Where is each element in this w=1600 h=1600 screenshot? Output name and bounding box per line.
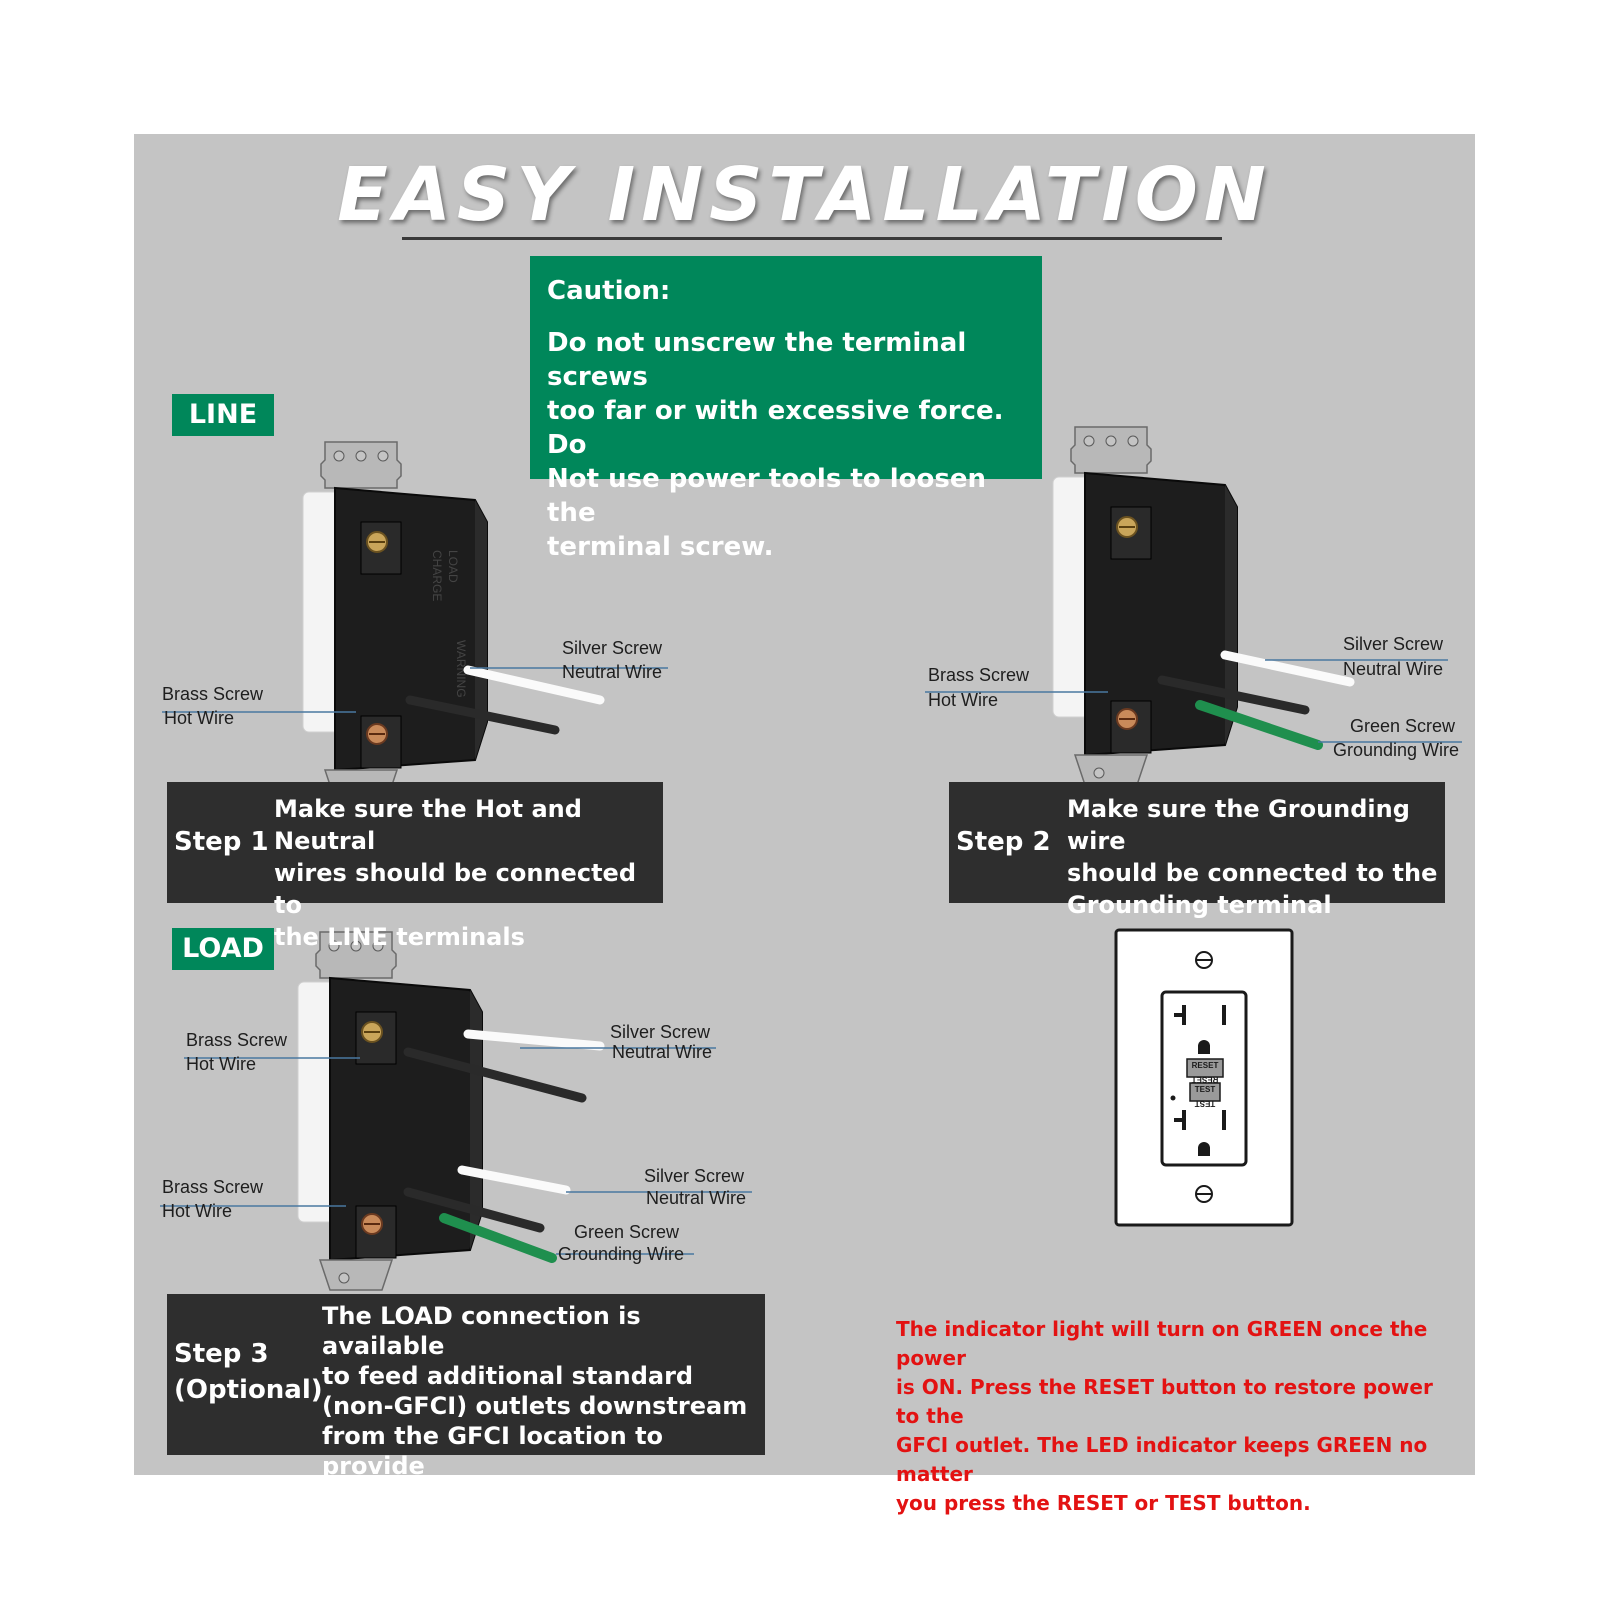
load-tag: LOAD — [172, 928, 274, 970]
silver-screw-label: Silver Screw — [610, 1022, 711, 1042]
test-label: TEST — [1195, 1085, 1216, 1094]
test-button[interactable]: TEST TEST — [1189, 1082, 1221, 1108]
step-2-label: Step 2 — [956, 827, 1051, 857]
brass-screw-label: Brass Screw — [186, 1030, 288, 1050]
step-3-label-line: (Optional) — [174, 1375, 323, 1405]
caution-box: Caution: Do not unscrew the terminal scr… — [530, 256, 1042, 562]
line-tag: LINE — [172, 394, 274, 436]
note-line: GFCI outlet. The LED indicator keeps GRE… — [896, 1433, 1428, 1486]
note-line: The indicator light will turn on GREEN o… — [896, 1317, 1428, 1370]
hot-wire — [403, 1187, 545, 1233]
page-title: EASY INSTALLATION — [337, 152, 1272, 238]
gfci-device-load — [297, 931, 483, 1291]
step-1-box: Step 1 Make sure the Hot and Neutral wir… — [167, 782, 663, 951]
caution-line: Not use power tools to loosen the — [547, 464, 986, 528]
hot-wire — [405, 695, 560, 735]
step-line: from the GFCI location to provide — [322, 1422, 664, 1480]
step-2-text: Make sure the Grounding wire should be c… — [1067, 793, 1445, 921]
hot-wire-label: Hot Wire — [186, 1054, 256, 1074]
note-line: you press the RESET or TEST button. — [896, 1491, 1311, 1515]
neutral-wire — [463, 665, 605, 705]
ground-wire — [439, 1213, 557, 1263]
hot-wire-label: Hot Wire — [164, 708, 234, 728]
title-underline — [402, 237, 1222, 240]
device-mark: WARNING — [454, 640, 468, 698]
device-mark: CHARGE — [430, 550, 444, 601]
ground-slot — [1198, 1040, 1210, 1054]
neutral-wire-label: Neutral Wire — [646, 1188, 746, 1208]
silver-screw-label: Silver Screw — [644, 1166, 745, 1186]
step-2-box: Step 2 Make sure the Grounding wire shou… — [949, 782, 1445, 919]
hot-wire-label: Hot Wire — [928, 690, 998, 710]
caution-heading: Caution: — [547, 276, 671, 306]
step-3-label: Step 3 (Optional) — [174, 1336, 323, 1408]
green-screw-label: Green Screw — [574, 1222, 680, 1242]
device-mark: LOAD — [446, 550, 460, 583]
gfci-device-line: CHARGE LOAD WARNING — [302, 441, 488, 801]
ground-slot — [1198, 1142, 1210, 1156]
outlet-slot — [1222, 1110, 1226, 1130]
reset-label-inverted: RESET — [1192, 1075, 1219, 1084]
indicator-note: The indicator light will turn on GREEN o… — [896, 1315, 1456, 1518]
neutral-wire — [1220, 650, 1355, 687]
reset-label: RESET — [1192, 1061, 1219, 1070]
hot-wire-label: Hot Wire — [162, 1201, 232, 1221]
silver-screw-label: Silver Screw — [1343, 634, 1444, 654]
step-line: Make sure the Hot and Neutral — [274, 795, 582, 855]
green-screw-label: Green Screw — [1350, 716, 1456, 736]
step-3-box: Step 3 (Optional) The LOAD connection is… — [167, 1294, 765, 1510]
caution-line: Do not unscrew the terminal screws — [547, 328, 967, 392]
test-label-inverted: TEST — [1195, 1099, 1216, 1108]
hot-wire — [403, 1047, 587, 1103]
step-line: should be connected to the — [1067, 859, 1438, 887]
step-line: Grounding terminal — [1067, 891, 1332, 919]
caution-body: Do not unscrew the terminal screws too f… — [547, 326, 1026, 564]
outlet-slot — [1222, 1005, 1226, 1025]
step-line: protection from the GFCI. — [322, 1482, 669, 1510]
neutral-wire-label: Neutral Wire — [612, 1042, 712, 1062]
step-line: wires should be connected to — [274, 859, 636, 919]
ground-wire — [1195, 700, 1323, 750]
caution-line: terminal screw. — [547, 532, 774, 562]
reset-button[interactable]: RESET RESET — [1186, 1058, 1224, 1084]
grounding-wire-label: Grounding Wire — [1333, 740, 1459, 760]
step-3-text: The LOAD connection is available to feed… — [322, 1301, 765, 1511]
step-1-label: Step 1 — [174, 827, 269, 857]
neutral-wire-label: Neutral Wire — [562, 662, 662, 682]
brass-screw-label: Brass Screw — [162, 684, 264, 704]
gfci-device-ground — [1052, 426, 1238, 786]
brass-screw-label: Brass Screw — [162, 1177, 264, 1197]
indicator-led — [1170, 1095, 1176, 1101]
step-line: Make sure the Grounding wire — [1067, 795, 1410, 855]
note-line: is ON. Press the RESET button to restore… — [896, 1375, 1433, 1428]
step-3-label-line: Step 3 — [174, 1339, 269, 1369]
step-1-text: Make sure the Hot and Neutral wires shou… — [274, 793, 663, 953]
silver-screw-label: Silver Screw — [562, 638, 663, 658]
neutral-wire — [463, 1029, 605, 1051]
step-line: the LINE terminals — [274, 923, 525, 951]
brass-screw-label: Brass Screw — [928, 665, 1030, 685]
step-line: (non-GFCI) outlets downstream — [322, 1392, 748, 1420]
hot-wire — [1157, 675, 1310, 715]
neutral-wire — [457, 1165, 571, 1195]
neutral-wire-label: Neutral Wire — [1343, 659, 1443, 679]
device-markings: CHARGE LOAD WARNING — [430, 550, 468, 698]
step-line: The LOAD connection is available — [322, 1302, 641, 1360]
caution-line: too far or with excessive force. Do — [547, 396, 1004, 460]
step-line: to feed additional standard — [322, 1362, 694, 1390]
grounding-wire-label: Grounding Wire — [558, 1244, 684, 1264]
